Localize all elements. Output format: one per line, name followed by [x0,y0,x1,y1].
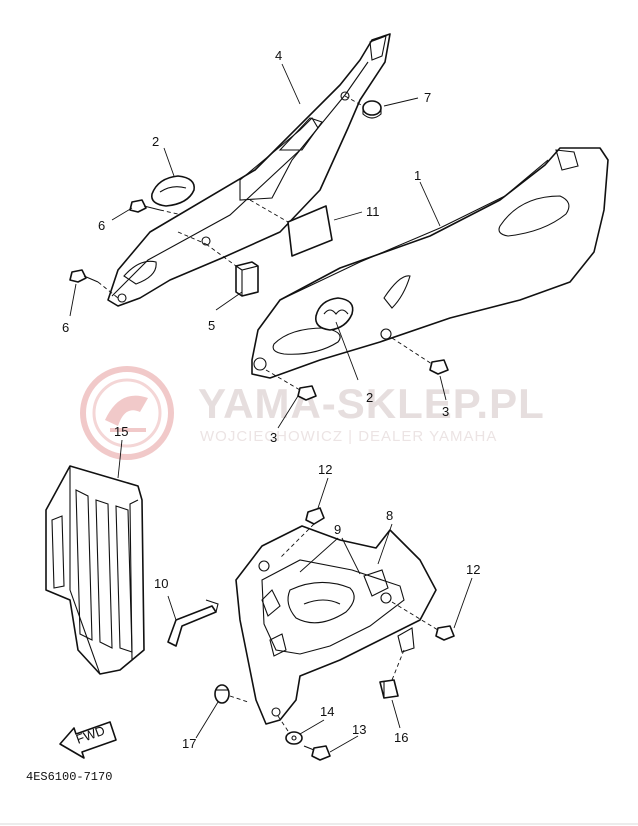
callout-17: 17 [182,736,196,751]
part-16-clip-nut [379,649,405,699]
callout-6-lower: 6 [62,320,69,335]
callout-10: 10 [154,576,168,591]
part-11-label [249,199,333,257]
callout-14: 14 [320,704,334,719]
fwd-arrow: FWD [59,721,117,759]
part-3-bolt-b [391,337,449,375]
part-12-bolt-a [279,507,325,559]
callout-15: 15 [114,424,128,439]
part-13-bolt [303,745,331,761]
callout-6-upper: 6 [98,218,105,233]
callout-9: 9 [334,522,341,537]
callout-2-lower: 2 [366,390,373,405]
watermark-logo [80,366,174,460]
callout-12-right: 12 [466,562,480,577]
part-5-damper [177,231,259,297]
watermark: YAMA-SKLEP.PL WOJCIECHOWICZ | DEALER YAM… [80,366,545,460]
part-3-bolt-a [265,369,317,401]
part-10-bracket [167,599,219,647]
callout-5: 5 [208,318,215,333]
callout-1: 1 [414,168,421,183]
part-14-washer [277,715,303,745]
part-8-radiator-shroud [235,525,437,725]
diagram-code: 4ES6100-7170 [26,770,112,784]
part-15-radiator-guard [45,465,145,675]
callout-3-left: 3 [270,430,277,445]
callout-13: 13 [352,722,366,737]
leader-lines [69,63,473,753]
part-7-grommet [344,95,382,119]
callout-16: 16 [394,730,408,745]
callout-8: 8 [386,508,393,523]
callout-3-right: 3 [442,404,449,419]
callout-12-upper: 12 [318,462,332,477]
callout-4: 4 [275,48,282,63]
callout-2-upper: 2 [152,134,159,149]
callout-7: 7 [424,90,431,105]
part-17-grommet [214,684,249,704]
part-9-leaders [299,537,361,575]
part-2-emblem-upper [150,175,195,207]
callout-labels: 1 2 2 3 3 4 5 6 6 7 8 9 10 11 12 12 13 1… [62,48,480,751]
part-6-bolt-b [69,269,119,299]
watermark-title: YAMA-SKLEP.PL [198,380,545,427]
callout-11: 11 [366,204,380,219]
watermark-subtitle: WOJCIECHOWICZ | DEALER YAMAHA [200,428,497,445]
part-4-side-cover-left [107,33,391,307]
part-12-bolt-b [391,601,455,641]
part-2-emblem-lower [314,297,354,331]
